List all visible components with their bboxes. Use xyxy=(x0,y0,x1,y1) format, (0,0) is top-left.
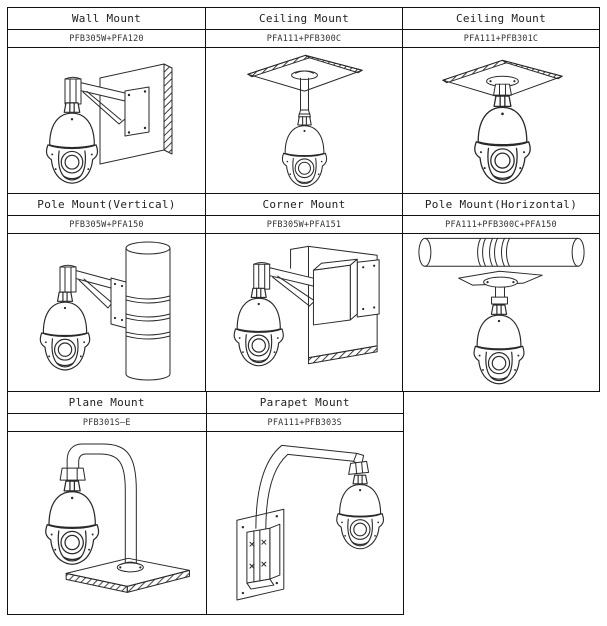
mount-drawing-area xyxy=(206,48,402,193)
ptz-camera-drawing xyxy=(39,291,91,371)
corner-mount-drawing xyxy=(233,245,380,367)
mount-part-number: PFA111+PFB301C xyxy=(403,30,599,48)
mount-table-row-2: Pole Mount(Vertical) PFB305W+PFA150 xyxy=(7,193,600,392)
plane-mount-drawing xyxy=(45,443,190,593)
mount-title: Corner Mount xyxy=(206,194,402,216)
mount-title: Plane Mount xyxy=(8,392,206,414)
mount-drawing-area xyxy=(403,234,599,391)
ptz-camera-drawing xyxy=(281,116,328,187)
mount-drawing-area xyxy=(8,432,206,614)
ceiling-mount-pendant-drawing xyxy=(247,54,363,187)
mount-title: Pole Mount(Vertical) xyxy=(8,194,205,216)
mount-title: Parapet Mount xyxy=(206,392,403,414)
mount-drawing-area xyxy=(206,234,402,391)
ptz-camera-drawing xyxy=(473,304,525,385)
mount-title: Ceiling Mount xyxy=(206,8,402,30)
mount-part-number: PFA111+PFB303S xyxy=(206,414,403,432)
cell-wall-mount: Wall Mount PFB305W+PFA120 xyxy=(8,8,205,193)
ptz-camera-drawing xyxy=(474,95,531,185)
mount-part-number: PFA111+PFB300C+PFA150 xyxy=(403,216,599,234)
mount-part-number: PFB301S–E xyxy=(8,414,206,432)
mount-table-row-3: Plane Mount PFB301S–E xyxy=(7,391,404,615)
cell-ceiling-mount-pendant: Ceiling Mount PFA111+PFB300C xyxy=(205,8,402,193)
mount-drawing-area xyxy=(207,432,404,614)
cell-pole-mount-vertical: Pole Mount(Vertical) PFB305W+PFA150 xyxy=(8,194,205,391)
wall-mount-drawing xyxy=(45,63,173,184)
ceiling-mount-direct-drawing xyxy=(442,59,563,185)
cell-plane-mount: Plane Mount PFB301S–E xyxy=(8,392,206,615)
mount-part-number: PFB305W+PFA151 xyxy=(206,216,402,234)
ptz-camera-drawing xyxy=(233,287,284,367)
cell-pole-mount-horizontal: Pole Mount(Horizontal) PFA111+PFB300C+PF… xyxy=(402,194,599,391)
parapet-mount-drawing xyxy=(235,444,384,601)
cell-parapet-mount: Parapet Mount PFA111+PFB303S xyxy=(205,392,404,615)
mount-drawing-area xyxy=(8,48,205,193)
mount-title: Ceiling Mount xyxy=(403,8,599,30)
mount-table-row-1: Wall Mount PFB305W+PFA120 xyxy=(7,7,600,194)
mount-part-number: PFB305W+PFA150 xyxy=(8,216,205,234)
pole-mount-vertical-drawing xyxy=(39,241,171,381)
ptz-camera-drawing xyxy=(45,480,100,565)
mount-part-number: PFA111+PFB300C xyxy=(206,30,402,48)
mount-title: Pole Mount(Horizontal) xyxy=(403,194,599,216)
mount-title: Wall Mount xyxy=(8,8,205,30)
mount-drawing-area xyxy=(403,48,599,193)
ptz-camera-drawing xyxy=(335,474,384,550)
mount-part-number: PFB305W+PFA120 xyxy=(8,30,205,48)
mount-drawing-area xyxy=(8,234,205,391)
ptz-camera-drawing xyxy=(45,102,99,184)
mount-options-table: Wall Mount PFB305W+PFA120 xyxy=(7,7,600,615)
cell-corner-mount: Corner Mount PFB305W+PFA151 xyxy=(205,194,402,391)
cell-ceiling-mount-direct: Ceiling Mount PFA111+PFB301C xyxy=(402,8,599,193)
pole-mount-horizontal-drawing xyxy=(418,237,585,385)
